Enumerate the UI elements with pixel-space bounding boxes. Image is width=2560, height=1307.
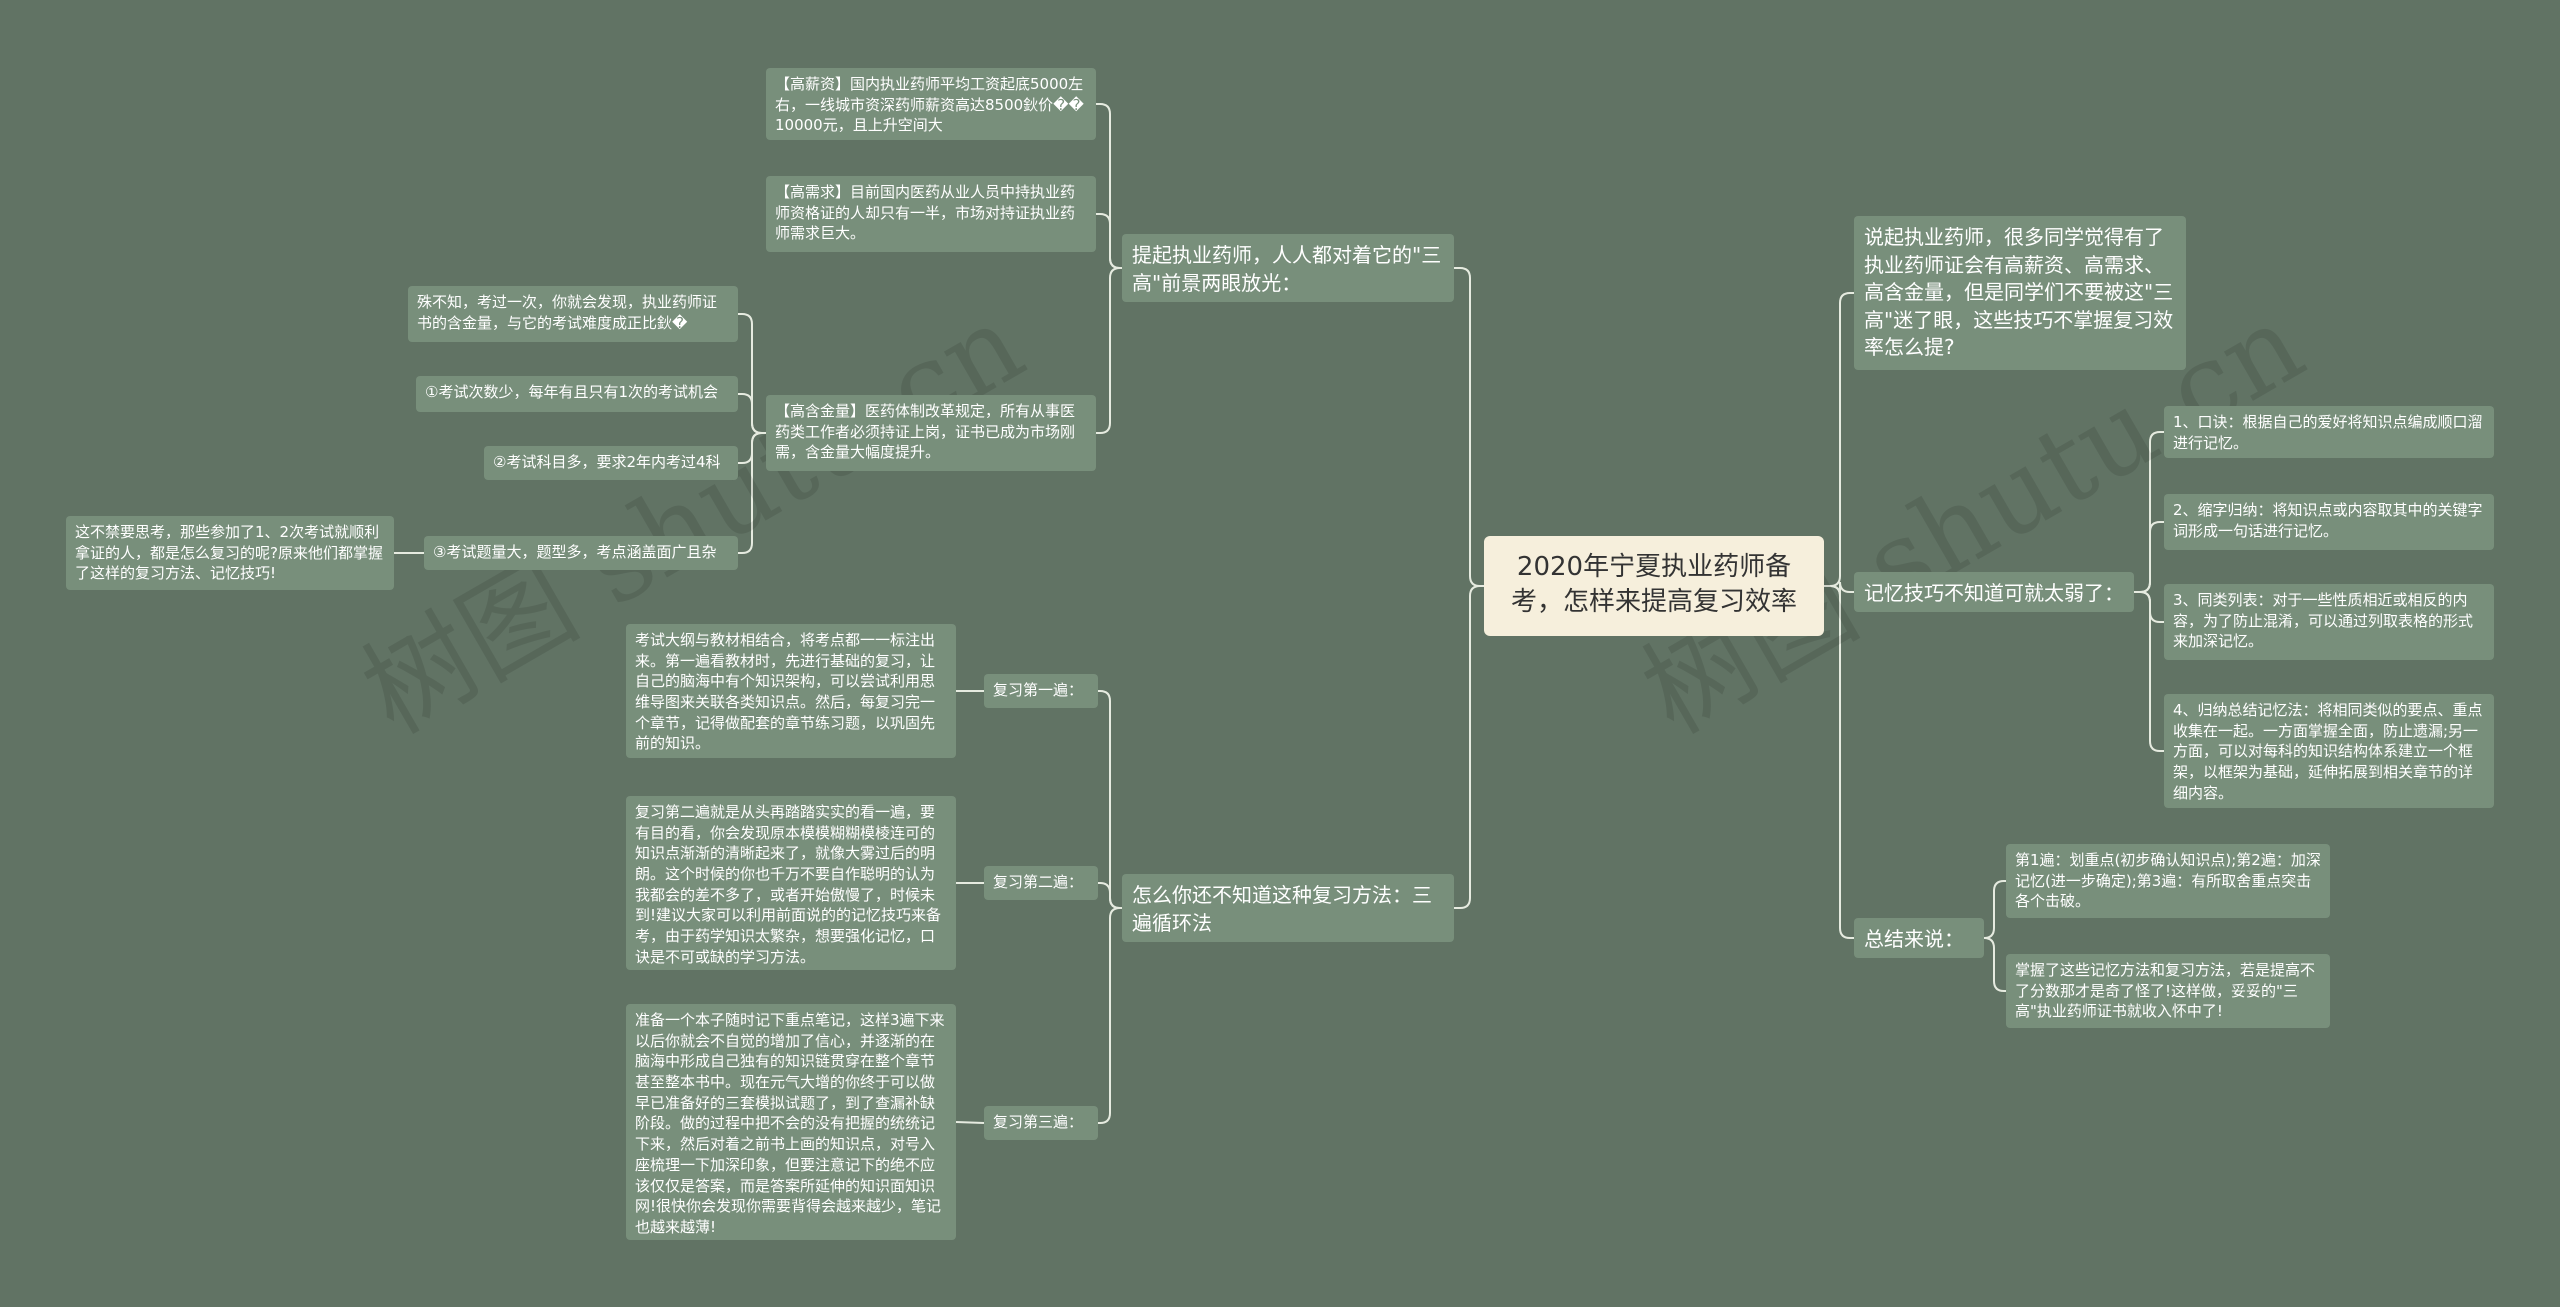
node-exam-subjects[interactable]: ②考试科目多，要求2年内考过4科 — [484, 446, 738, 480]
node-final-encouragement[interactable]: 掌握了这些记忆方法和复习方法，若是提高不了分数那才是奇了怪了!这样做，妥妥的"三… — [2006, 954, 2330, 1028]
connector-line — [1098, 690, 1122, 909]
connector-line — [1824, 292, 1854, 587]
connector-line — [2134, 591, 2164, 752]
label-review-second[interactable]: 复习第二遍： — [984, 866, 1098, 900]
node-review-third-detail[interactable]: 准备一个本子随时记下重点笔记，这样3遍下来以后你就会不自觉的增加了信心，并逐渐的… — [626, 1004, 956, 1240]
node-review-first-detail[interactable]: 考试大纲与教材相结合，将考点都一一标注出来。第一遍看教材时，先进行基础的复习，让… — [626, 624, 956, 758]
node-mnemonic[interactable]: 1、口诀：根据自己的爱好将知识点编成顺口溜进行记忆。 — [2164, 406, 2494, 458]
connector-line — [955, 1121, 985, 1124]
root-topic[interactable]: 2020年宁夏执业药师备考，怎样来提高复习效率 — [1484, 536, 1824, 636]
node-high-demand[interactable]: 【高需求】目前国内医药从业人员中持执业药师资格证的人却只有一半，市场对持证执业药… — [766, 176, 1096, 252]
node-high-value[interactable]: 【高含金量】医药体制改革规定，所有从事医药类工作者必须持证上岗，证书已成为市场刚… — [766, 395, 1096, 471]
branch-three-highs[interactable]: 提起执业药师，人人都对着它的"三高"前景两眼放光： — [1122, 234, 1454, 302]
node-inductive-summary[interactable]: 4、归纳总结记忆法：将相同类似的要点、重点收集在一起。一方面掌握全面，防止遗漏;… — [2164, 694, 2494, 808]
connector-line — [1454, 585, 1484, 909]
connector-line — [738, 432, 766, 554]
connector-line — [1098, 907, 1122, 1124]
branch-conclusion[interactable]: 总结来说： — [1854, 918, 1984, 958]
node-reflection[interactable]: 这不禁要思考，那些参加了1、2次考试就顺利拿证的人，都是怎么复习的呢?原来他们都… — [66, 516, 394, 590]
node-exam-volume[interactable]: ③考试题量大，题型多，考点涵盖面广且杂 — [424, 536, 738, 570]
connector-line — [1096, 213, 1122, 269]
connector-line — [1096, 267, 1122, 434]
branch-intro-question[interactable]: 说起执业药师，很多同学觉得有了执业药师证会有高薪资、高需求、高含金量，但是同学们… — [1854, 216, 2186, 370]
node-keyword-summary[interactable]: 2、缩字归纳：将知识点或内容取其中的关键字词形成一句话进行记忆。 — [2164, 494, 2494, 550]
node-high-salary[interactable]: 【高薪资】国内执业药师平均工资起底5000左右，一线城市资深药师薪资高达8500… — [766, 68, 1096, 140]
connector-line — [1098, 882, 1122, 909]
label-review-third[interactable]: 复习第三遍： — [984, 1106, 1098, 1140]
node-exam-count[interactable]: ①考试次数少，每年有且只有1次的考试机会 — [416, 376, 738, 412]
connector-line — [738, 393, 766, 434]
connector-line — [1983, 937, 2006, 992]
connector-line — [1454, 267, 1484, 587]
branch-three-pass-method[interactable]: 怎么你还不知道这种复习方法：三遍循环法 — [1122, 874, 1454, 942]
label-review-first[interactable]: 复习第一遍： — [984, 674, 1098, 708]
connector-line — [2134, 521, 2164, 593]
node-three-pass-summary[interactable]: 第1遍：划重点(初步确认知识点);第2遍：加深记忆(进一步确定);第3遍：有所取… — [2006, 844, 2330, 918]
branch-memory-techniques[interactable]: 记忆技巧不知道可就太弱了： — [1854, 572, 2134, 612]
node-comparison-table[interactable]: 3、同类列表：对于一些性质相近或相反的内容，为了防止混淆，可以通过列取表格的形式… — [2164, 584, 2494, 660]
connector-line — [1983, 880, 2006, 939]
node-review-second-detail[interactable]: 复习第二遍就是从头再踏踏实实的看一遍，要有目的看，你会发现原本模模糊糊模棱连可的… — [626, 796, 956, 970]
node-exam-difficulty[interactable]: 殊不知，考过一次，你就会发现，执业药师证书的含金量，与它的考试难度成正比鈥� — [408, 286, 738, 342]
connector-line — [1824, 585, 1854, 939]
